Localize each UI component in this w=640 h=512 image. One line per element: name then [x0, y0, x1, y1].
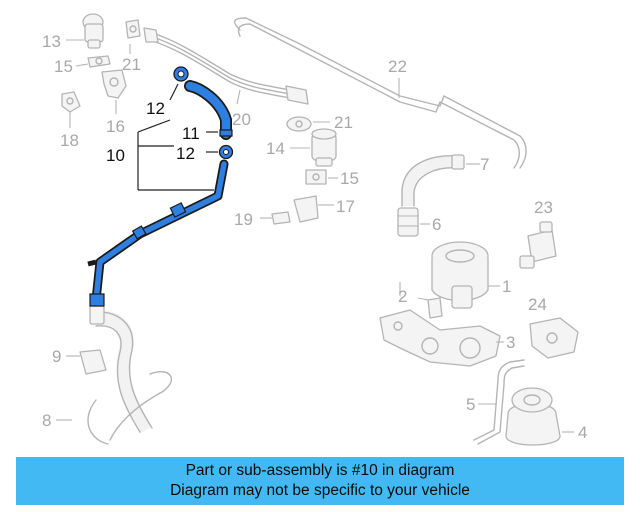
callout-1: 1: [502, 277, 511, 296]
callout-16: 16: [106, 117, 125, 136]
callout-5: 5: [466, 395, 475, 414]
callout-14: 14: [266, 139, 285, 158]
part-16-bracket: [101, 69, 127, 99]
part-3-bracket: [379, 309, 504, 367]
leader-lines-grey: [66, 39, 401, 296]
callouts: 13 15 21 16 18 12 11 12 10 20 22 21 14 1…: [42, 32, 587, 442]
callout-20: 20: [232, 110, 251, 129]
parts-diagram: 13 15 21 16 18 12 11 12 10 20 22 21 14 1…: [42, 13, 587, 446]
callout-13: 13: [42, 32, 61, 51]
part-13-valve: [82, 13, 104, 49]
callout-6: 6: [432, 215, 441, 234]
part-1-air-pump: [431, 241, 500, 309]
callout-8: 8: [42, 411, 51, 430]
callout-7: 7: [480, 155, 489, 174]
part-8-hose: [56, 305, 173, 445]
part-24-bracket: [529, 317, 579, 359]
part-5-hose: [473, 359, 525, 445]
part-17-bracket: [293, 195, 334, 223]
callout-4: 4: [578, 423, 587, 442]
part-6-connector: [397, 207, 430, 237]
callout-10: 10: [106, 146, 125, 165]
callout-9: 9: [52, 347, 61, 366]
callout-22: 22: [388, 57, 407, 76]
part-23-switch: [519, 221, 557, 269]
part-21-gasket-top: [125, 19, 141, 39]
part-15-gasket-right: [305, 169, 338, 185]
banner-line-2: Diagram may not be specific to your vehi…: [170, 482, 470, 499]
callout-12-lower: 12: [176, 144, 195, 163]
part-2-sensor: [417, 297, 443, 319]
part-10-hose-assembly: [87, 66, 234, 307]
part-4-canister: [505, 387, 574, 446]
leader-lines-dark: [137, 83, 218, 191]
callout-15-left: 15: [54, 57, 73, 76]
callout-21-top: 21: [122, 55, 141, 74]
callout-19: 19: [234, 210, 253, 229]
part-19-bolt: [260, 211, 291, 225]
callout-11: 11: [182, 124, 200, 143]
part-15-gasket: [87, 55, 111, 68]
part-20-hose: [143, 27, 309, 105]
callout-17: 17: [336, 197, 355, 216]
part-18-plate: [61, 91, 81, 113]
callout-3: 3: [506, 333, 515, 352]
callout-24: 24: [528, 295, 547, 314]
banner-line-1: Part or sub-assembly is #10 in diagram: [185, 462, 455, 479]
part-9-clip: [66, 349, 107, 375]
callout-23: 23: [534, 198, 553, 217]
part-22-pipe: [233, 17, 527, 169]
part-21-gasket-right: [286, 116, 330, 132]
callout-15-right: 15: [340, 169, 359, 188]
callout-2: 2: [398, 287, 407, 306]
callout-12-top: 12: [146, 99, 165, 118]
callout-18: 18: [60, 131, 79, 150]
info-banner: Part or sub-assembly is #10 in diagram D…: [16, 457, 624, 505]
callout-21-right: 21: [334, 113, 353, 132]
part-7-hose: [401, 154, 480, 207]
part-14-valve: [290, 128, 337, 167]
